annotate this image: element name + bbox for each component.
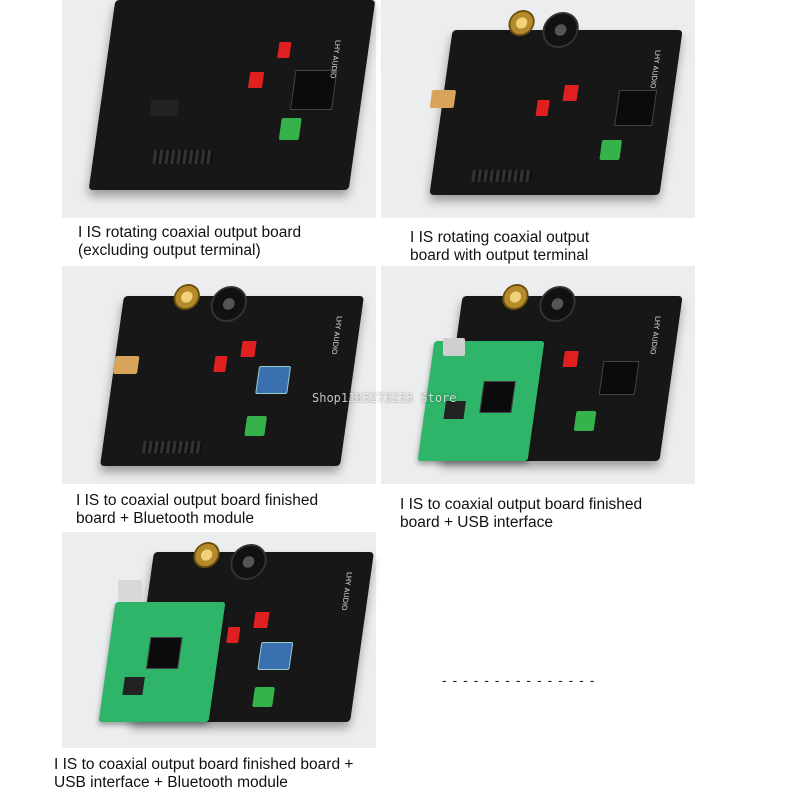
pin-header bbox=[471, 170, 533, 182]
product-photo-4: LHY AUDIO Shop1103273233 Store bbox=[312, 266, 695, 484]
caption-3: I IS to coaxial output board finished bo… bbox=[76, 492, 319, 527]
usb-b-connector bbox=[443, 338, 465, 356]
red-switch bbox=[226, 627, 241, 643]
rca-coaxial-jack bbox=[171, 284, 202, 310]
caption-1: I IS rotating coaxial output board (excl… bbox=[78, 224, 302, 259]
pin-header bbox=[141, 441, 204, 453]
pin-header bbox=[152, 150, 215, 164]
usb-chip bbox=[146, 637, 183, 669]
output-terminal-block bbox=[278, 118, 302, 140]
bluetooth-module bbox=[257, 642, 294, 670]
red-switch bbox=[253, 612, 270, 628]
xlr-connector bbox=[208, 286, 250, 322]
output-terminal-block bbox=[244, 416, 268, 436]
red-switch bbox=[213, 356, 228, 372]
rca-coaxial-jack bbox=[506, 10, 537, 36]
output-terminal-block bbox=[599, 140, 623, 160]
caption-2: I IS rotating coaxial output board with … bbox=[410, 229, 590, 264]
main-chip bbox=[614, 90, 658, 126]
op-amp-chip bbox=[149, 100, 180, 116]
caption-5: I IS to coaxial output board finished bo… bbox=[54, 756, 354, 791]
main-chip bbox=[598, 361, 640, 395]
circuit-board: LHY AUDIO bbox=[88, 0, 376, 190]
board-brand-label: LHY AUDIO bbox=[328, 40, 342, 79]
product-photo-3: LHY AUDIO bbox=[62, 266, 376, 484]
product-photo-1: LHY AUDIO bbox=[62, 0, 376, 218]
dash-line: - - - - - - - - - - - - - - - bbox=[442, 672, 596, 688]
usb-interface-board bbox=[98, 602, 226, 722]
xlr-connector bbox=[540, 12, 582, 48]
circuit-board: LHY AUDIO bbox=[100, 284, 364, 466]
red-switch bbox=[562, 351, 579, 367]
red-switch bbox=[247, 72, 265, 88]
hdmi-connector bbox=[429, 90, 457, 108]
xlr-connector bbox=[536, 286, 578, 322]
board-brand-label: LHY AUDIO bbox=[648, 316, 662, 355]
usb-chip-small bbox=[122, 677, 145, 695]
hdmi-connector bbox=[112, 356, 140, 374]
bluetooth-module bbox=[255, 366, 292, 394]
red-switch bbox=[562, 85, 579, 101]
product-photo-5: LHY AUDIO bbox=[62, 532, 376, 748]
xlr-connector bbox=[228, 544, 270, 580]
output-terminal-block bbox=[252, 687, 275, 707]
red-switch bbox=[535, 100, 550, 116]
red-switch bbox=[240, 341, 257, 357]
rca-coaxial-jack bbox=[500, 284, 531, 310]
board-brand-label: LHY AUDIO bbox=[648, 50, 662, 89]
usb-b-connector bbox=[118, 580, 142, 602]
caption-4: I IS to coaxial output board finished bo… bbox=[400, 496, 643, 531]
rca-coaxial-jack bbox=[191, 542, 222, 568]
circuit-board: LHY AUDIO bbox=[429, 10, 683, 195]
red-switch bbox=[277, 42, 292, 58]
board-brand-label: LHY AUDIO bbox=[329, 316, 344, 355]
product-photo-2: LHY AUDIO bbox=[381, 0, 695, 218]
board-brand-label: LHY AUDIO bbox=[339, 572, 354, 611]
output-terminal-block bbox=[573, 411, 597, 431]
store-watermark: Shop1103273233 Store bbox=[312, 391, 457, 405]
